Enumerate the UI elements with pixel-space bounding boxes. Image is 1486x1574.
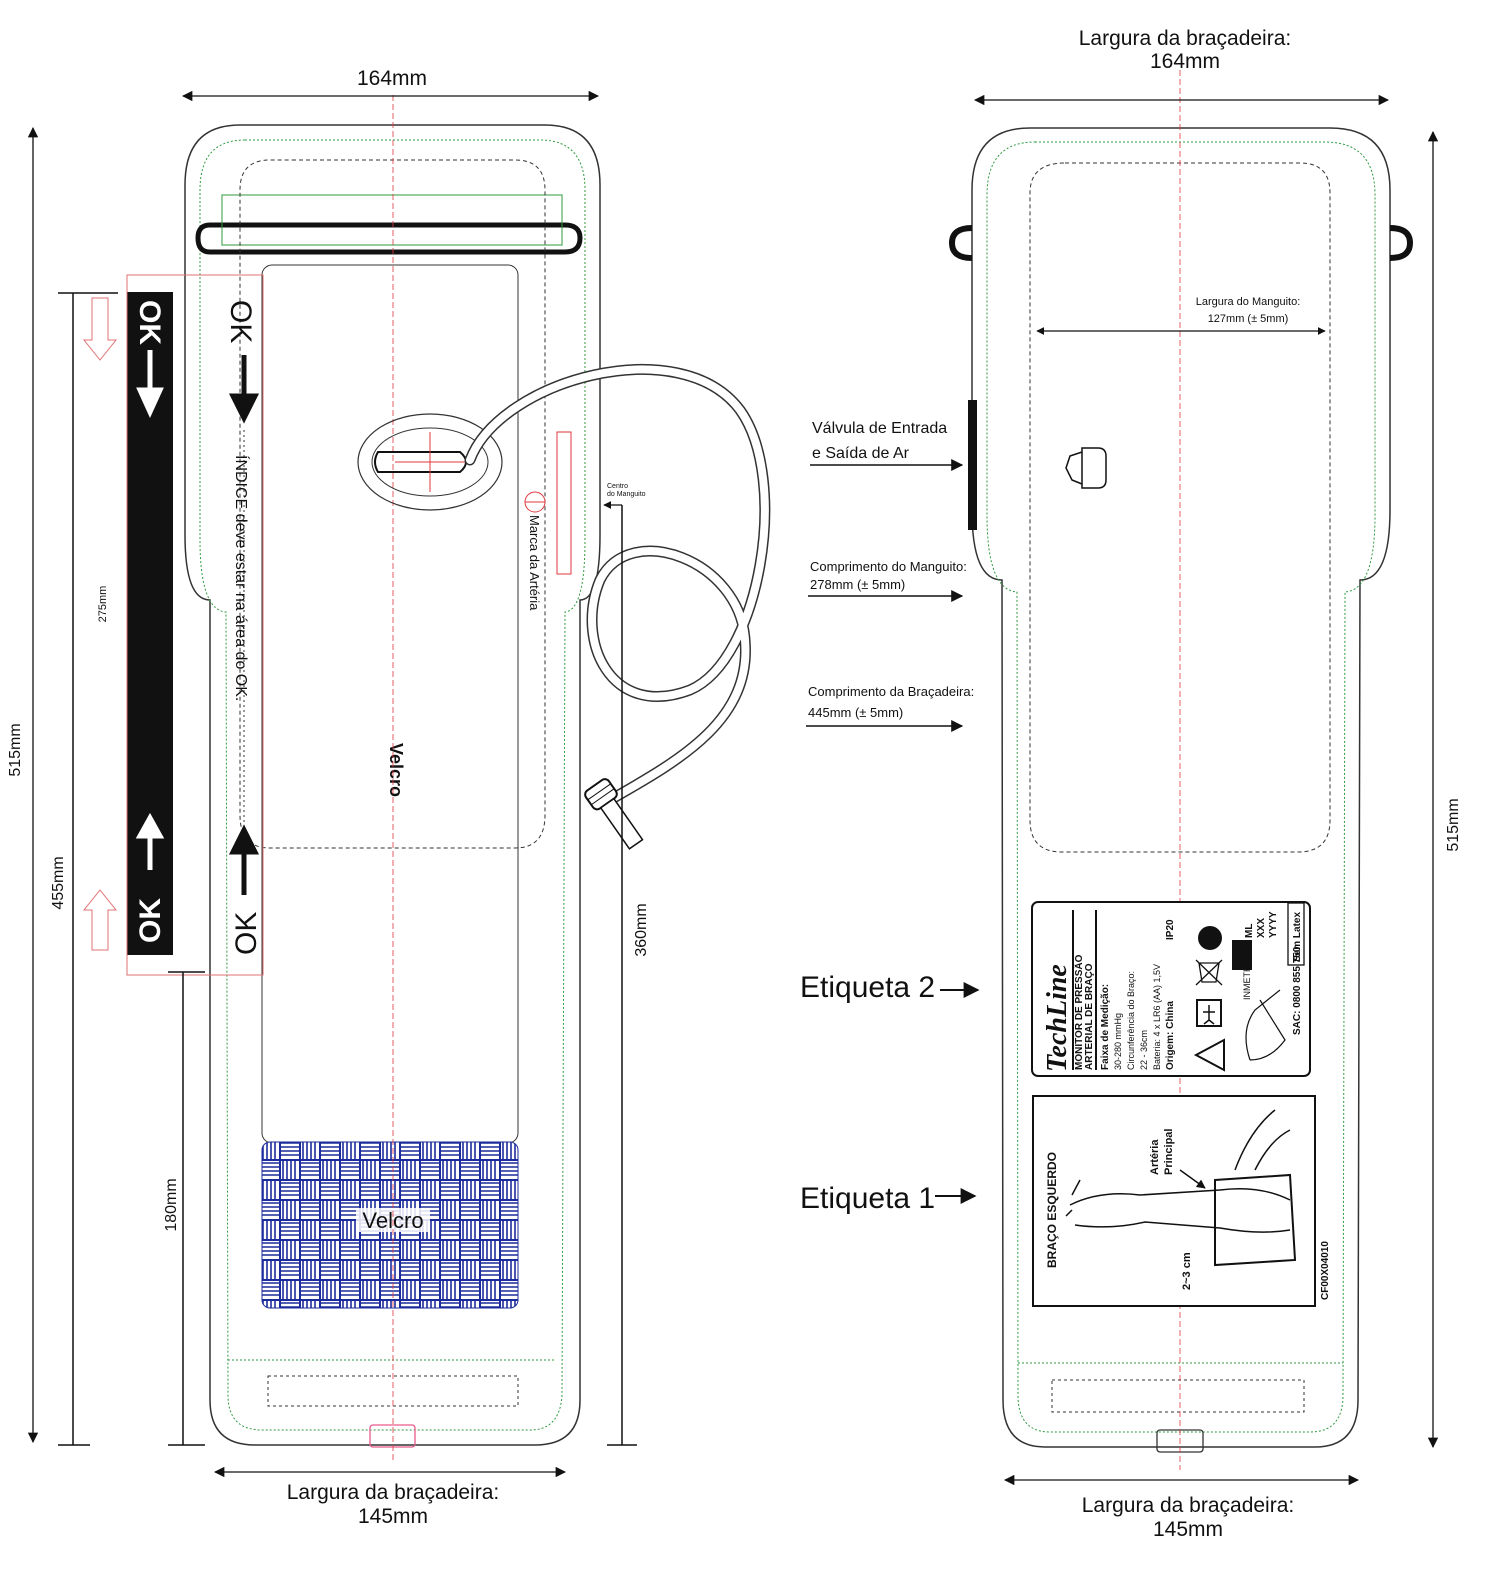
label2-ml: ML — [1244, 924, 1255, 938]
right-ring-right — [1389, 225, 1414, 261]
bladder-valve-icon — [1065, 447, 1107, 489]
right-cuff-outline — [971, 127, 1391, 1448]
hand-illustration — [1234, 1109, 1291, 1171]
cuff-width-title: Largura do Manguito: — [1196, 296, 1301, 308]
label2-latex: Sem Latex — [1292, 912, 1303, 962]
band-length-value: 445mm (± 5mm) — [808, 705, 903, 720]
label2-xxx: XXX — [1256, 918, 1267, 938]
label2-range-title: Faixa de Medição: — [1100, 984, 1111, 1070]
ok-bottom-label: OK — [134, 898, 167, 943]
ok-bottom-outline-label: OK — [230, 912, 263, 955]
left-width-bottom-title: Largura da braçadeira: — [287, 1481, 499, 1504]
cuff-center-label-1: Centro — [607, 483, 628, 490]
label1-code: CF00X04010 — [1320, 1241, 1331, 1300]
height-275-label: 275mm — [97, 586, 109, 623]
label2-sac: SAC: 0800 855 750 — [1292, 946, 1303, 1035]
cuff-width-value: 127mm (± 5mm) — [1208, 313, 1289, 325]
bf-figure-icon — [1203, 1005, 1215, 1025]
left-width-bottom-value: 145mm — [358, 1505, 428, 1528]
label1-artery-2: Principal — [1163, 1129, 1175, 1175]
artery-mark-label: Marca da Artéria — [527, 515, 542, 611]
left-ring-strap — [221, 194, 563, 246]
left-height-total-label: 515mm — [7, 723, 24, 776]
valve-inner — [371, 427, 489, 497]
valve-label-2: e Saída de Ar — [812, 445, 910, 462]
label2-logo: TechLine — [1042, 964, 1073, 1072]
label2-yyyy: YYYY — [1268, 911, 1279, 938]
label2-range-value: 30-280 mmHg — [1113, 1013, 1123, 1070]
right-width-top-title: Largura da braçadeira: — [1079, 27, 1291, 50]
right-seam-guide — [986, 141, 1376, 1433]
inmetro-icon — [1232, 940, 1252, 970]
label2-card: TechLine MONITOR DE PRESSÃO ARTERIAL DE … — [1031, 901, 1311, 1077]
arm-diagram-icon — [1245, 989, 1286, 1061]
valve-label-1: Válvula de Entrada — [812, 420, 947, 437]
velcro-top-label: Velcro — [386, 743, 406, 797]
left-cuff-view: Velcro Velcro Marca da Artéria OK — [7, 67, 771, 1528]
index-range-arrow-top — [82, 297, 118, 361]
ok-bottom-arrow — [135, 812, 165, 870]
label1-card: BRAÇO ESQUERDO Artéria Principal 2~3 cm … — [1032, 1095, 1331, 1307]
label1-distance: 2~3 cm — [1181, 1252, 1193, 1290]
cuff-center-label-2: do Manguito — [607, 491, 646, 498]
label2-origin: Origem: China — [1165, 1001, 1176, 1070]
left-bottom-clip — [369, 1424, 416, 1448]
left-cuff-outline — [184, 124, 601, 1446]
label1-arm: BRAÇO ESQUERDO — [1045, 1152, 1059, 1268]
height-360-label: 360mm — [633, 903, 650, 956]
right-bottom-tab — [1051, 1379, 1305, 1413]
index-note: ÍNDICE deve estar na área do OK. — [232, 455, 251, 701]
ok-range-outline — [126, 274, 264, 976]
cuff-length-value: 278mm (± 5mm) — [810, 577, 905, 592]
label2-caption: Etiqueta 2 — [800, 971, 935, 1004]
label2-circ-value: 22 - 36cm — [1139, 1030, 1149, 1070]
label1-caption: Etiqueta 1 — [800, 1182, 935, 1215]
right-width-bottom-value: 145mm — [1153, 1518, 1223, 1541]
ok-top-label: OK — [133, 300, 166, 345]
band-length-title: Comprimento da Braçadeira: — [808, 684, 974, 699]
weee-icon — [1195, 959, 1223, 986]
ok-bottom-outline-arrow — [228, 824, 260, 895]
latex-box — [1287, 902, 1305, 966]
label1-artery-1: Artéria — [1149, 1139, 1161, 1175]
right-bladder-outline — [1029, 162, 1331, 853]
label2-circ-title: Circunferência do Braço: — [1126, 971, 1136, 1070]
valve-port-bar — [968, 400, 977, 530]
right-cuff-view: Largura da braçadeira: 164mm Largura da … — [800, 27, 1462, 1541]
label2-product-2: ARTERIAL DE BRAÇO — [1084, 963, 1095, 1070]
air-tube-inner — [466, 365, 769, 804]
height-180-label: 180mm — [163, 1178, 180, 1231]
label2-battery: Bateria: 4 x LR6 (AA) 1,5V — [1152, 964, 1162, 1070]
label1-artery-pointer — [1179, 1169, 1206, 1189]
left-bladder-outline — [239, 159, 546, 849]
index-range-arrow-bottom — [82, 889, 118, 951]
valve-housing — [357, 413, 503, 511]
left-d-ring — [195, 222, 583, 255]
label2-product-1: MONITOR DE PRESSÃO — [1072, 954, 1085, 1070]
height-455-label: 455mm — [50, 856, 67, 909]
ok-top-outline-arrow — [228, 355, 260, 424]
manual-icon — [1198, 926, 1222, 950]
label2-ip: IP20 — [1165, 919, 1176, 940]
right-width-top-value: 164mm — [1150, 50, 1220, 73]
arm-illustration — [1065, 1179, 1291, 1233]
cuff-length-title: Comprimento do Manguito: — [810, 559, 967, 574]
right-width-bottom-title: Largura da braçadeira: — [1082, 1494, 1294, 1517]
velcro-panel — [261, 264, 519, 1144]
warning-icon — [1193, 1038, 1225, 1072]
ok-top-outline-label: OK — [224, 300, 257, 343]
cuff-illustration — [1214, 1173, 1297, 1267]
valve-nozzle — [374, 451, 467, 473]
ok-top-arrow — [136, 350, 164, 419]
artery-mark-strip — [556, 431, 572, 575]
bf-part-icon — [1196, 999, 1222, 1027]
right-ring-left — [948, 225, 973, 261]
right-height-total-label: 515mm — [1445, 798, 1462, 851]
left-width-top-label: 164mm — [357, 67, 427, 90]
label2-inmetro: INMETRO — [1242, 959, 1252, 1001]
left-seam-guide — [199, 139, 586, 1431]
